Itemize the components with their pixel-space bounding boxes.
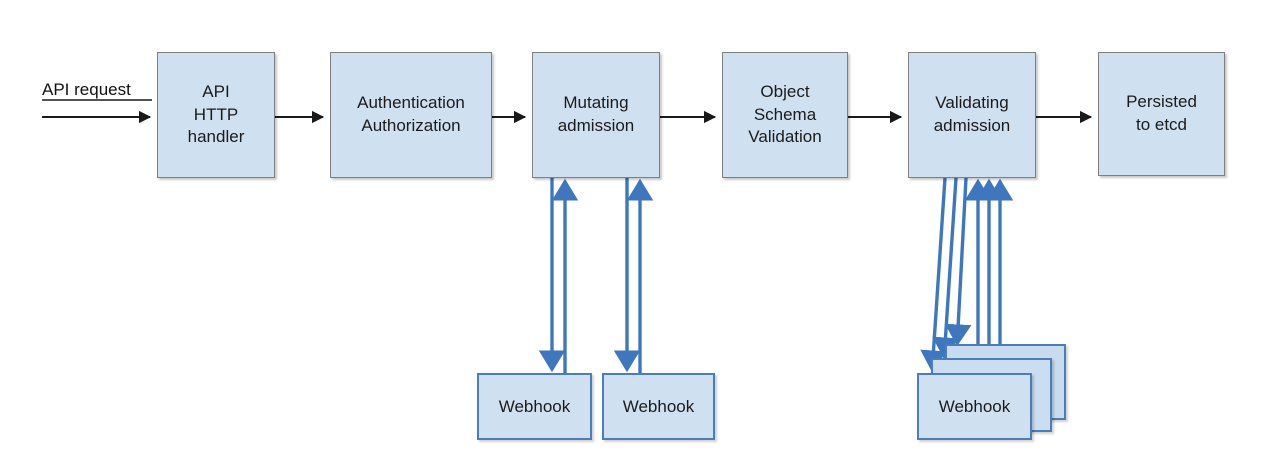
webhook-mutating-webhook-1: Webhook	[477, 373, 592, 440]
stage-authn-authz: Authentication Authorization	[330, 52, 492, 178]
callout-arrow-validating-call-webhook-2	[932, 177, 959, 360]
stage-persisted-to-etcd: Persisted to etcd	[1098, 52, 1225, 176]
webhook-validating-webhook-1: Webhook	[917, 373, 1032, 440]
stage-api-http-handler: API HTTP handler	[157, 52, 275, 178]
stage-mutating-admission: Mutating admission	[532, 52, 660, 178]
callout-arrow-validating-call-webhook-3	[944, 177, 972, 347]
api-request-label: API request	[42, 80, 131, 99]
webhook-mutating-webhook-2: Webhook	[602, 373, 715, 440]
stage-validating-admission: Validating admission	[908, 52, 1036, 178]
callout-arrow-validating-call-webhook-1	[920, 177, 947, 373]
stage-object-schema: Object Schema Validation	[722, 52, 848, 178]
